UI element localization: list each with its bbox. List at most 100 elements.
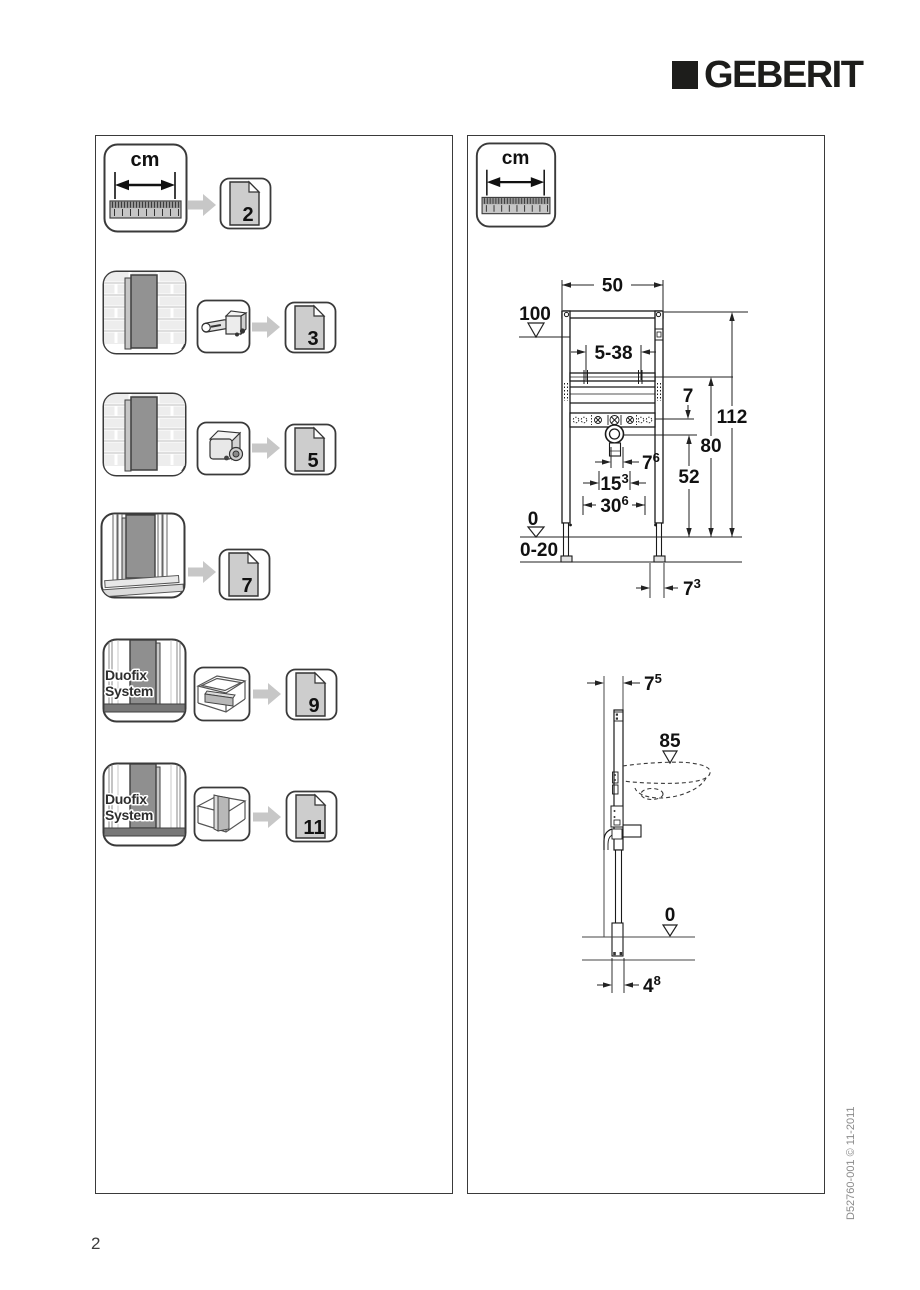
dim-drain-width: 76 [642, 450, 660, 474]
dim-bracket-range: 5-38 [594, 343, 632, 364]
gray-arrow-icon [252, 437, 280, 459]
arrow-shape [252, 316, 280, 338]
dim-height-total: 112 [717, 407, 748, 428]
page-fold-icon [248, 180, 261, 193]
duofix-label-line2: System [105, 683, 153, 699]
page-ref-number: 3 [307, 328, 318, 350]
wall-clamp-bracket-icon [196, 421, 251, 476]
upright-panel-front [217, 795, 230, 832]
cm-label: cm [131, 149, 160, 171]
logo-square-icon [672, 61, 698, 89]
cm-label: cm [502, 148, 530, 169]
box-front [225, 315, 242, 335]
dim-height-drain: 52 [678, 467, 699, 488]
screw-icon [239, 328, 246, 334]
arrow-head-right [530, 177, 545, 188]
page-fold-icon [314, 671, 327, 684]
base-channel [102, 583, 184, 597]
page-ref-7: 7 [218, 548, 271, 601]
side-view-drawing: 75 85 0 48 [582, 671, 711, 997]
panel-slab [129, 764, 157, 829]
page-icon [294, 305, 325, 350]
dim-top-level: 100 [519, 304, 551, 325]
arrow-shape [253, 806, 281, 828]
stud-frame [102, 514, 184, 597]
page-fold-icon [313, 304, 326, 317]
dim-foot-adjust: 0-20 [520, 540, 558, 561]
dimension-labels: 75 85 0 48 [643, 671, 681, 997]
gray-arrow-icon [252, 316, 280, 338]
arrow-head-right [161, 179, 175, 191]
front-view-drawing: 50 100 5-38 7 112 80 52 76 153 306 0 0-2… [519, 276, 748, 601]
document-code: D52760-001 © 11-2011 [845, 1106, 857, 1220]
dim-height-crossbar: 80 [700, 436, 721, 457]
screw-icon [235, 332, 239, 337]
wall-hook-bracket-icon [196, 299, 251, 354]
arrow-shape [252, 437, 280, 459]
page-fold-icon [247, 551, 260, 564]
dim-rail-offset: 7 [683, 386, 694, 407]
geberit-logo: GEBERIT [672, 56, 864, 94]
rail-profile [582, 676, 695, 993]
floor-rail [104, 827, 185, 837]
page-icon [228, 552, 259, 597]
duofix-frame: Duofix System [104, 764, 185, 837]
dim-floor-level: 0 [528, 509, 539, 530]
washbasin-dashed-outline [622, 761, 711, 801]
duofix-wall-icon: Duofix System [102, 638, 187, 723]
page-ref-5: 5 [284, 423, 337, 476]
masonry-wall-icon [102, 270, 187, 355]
masonry-wall-icon [102, 392, 187, 477]
measure-cm-box-left: cm [103, 143, 188, 233]
panel-slab [130, 396, 158, 471]
gray-arrow-icon [253, 806, 281, 828]
arrow-shape [253, 683, 281, 705]
duofix-frame: Duofix System [104, 640, 185, 713]
arrow-shape [188, 561, 216, 583]
page-ref-9: 9 [285, 668, 338, 721]
stud-wall-icon [100, 512, 186, 599]
page-ref-11: 11 [285, 790, 338, 843]
flat-panel-front [204, 693, 234, 707]
page-fold-icon [313, 426, 326, 439]
panel-slab [125, 514, 156, 579]
panel-slab [129, 640, 157, 705]
panel-slab-edge [124, 277, 132, 350]
page-icon [295, 672, 326, 717]
gray-arrow-icon [253, 683, 281, 705]
page-icon [295, 794, 326, 839]
arrow-head-left [115, 179, 129, 191]
page-ref-3: 3 [284, 301, 337, 354]
cylinder-core [232, 450, 240, 458]
gray-arrow-icon [188, 561, 216, 583]
page-ref-number: 7 [241, 575, 252, 597]
measure-cm-box-right: cm [475, 142, 557, 228]
page-icon [294, 427, 325, 472]
page-ref-number: 11 [303, 817, 324, 839]
carton-flat-panel-icon [193, 666, 251, 722]
duofix-label-line2: System [105, 807, 153, 823]
duofix-label-line1: Duofix [105, 791, 147, 807]
panel-slab-edge [124, 399, 132, 472]
upright-panel-side [213, 794, 219, 832]
base-channel [104, 574, 180, 589]
carton-outline [196, 675, 247, 713]
arrow-shape [188, 194, 216, 216]
page-fold-icon [314, 793, 327, 806]
panel-slab [130, 274, 158, 349]
dim-floor-level: 0 [665, 905, 676, 926]
dimension-lines [587, 680, 679, 988]
dimension-lines [519, 280, 748, 598]
carton-upright-panel-icon [193, 786, 251, 842]
dimension-labels: 50 100 5-38 7 112 80 52 76 153 306 0 0-2… [519, 276, 747, 601]
page-number: 2 [91, 1234, 101, 1253]
screw-icon [224, 455, 229, 461]
dim-fixing-spacing: 306 [600, 493, 628, 517]
gray-arrow-icon [188, 194, 216, 216]
page-ref-number: 2 [242, 204, 253, 226]
dim-foot-depth: 48 [643, 973, 661, 997]
dim-tap-spacing: 153 [600, 471, 628, 495]
dim-basin-level: 85 [659, 731, 681, 752]
page-ref-number: 9 [308, 695, 319, 717]
